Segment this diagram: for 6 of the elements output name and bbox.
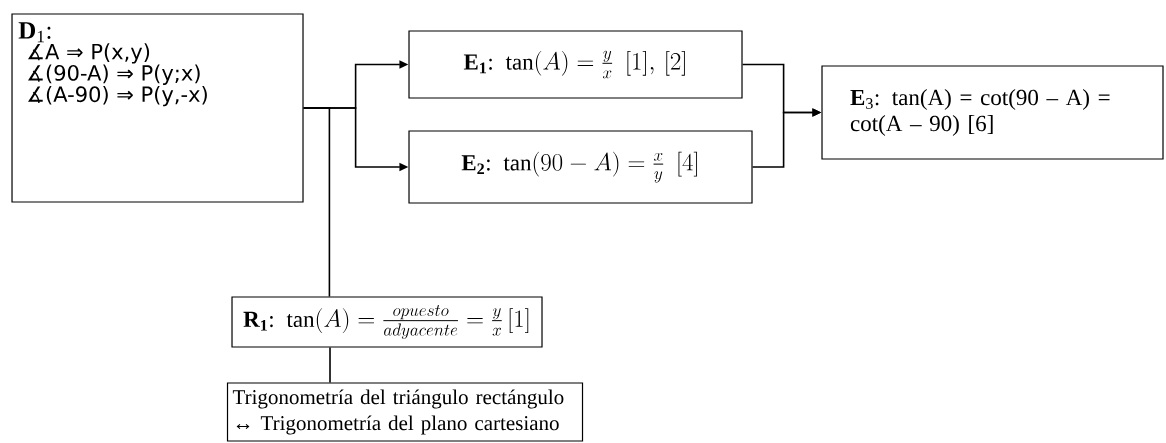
diagram-box: D$_{1}$: ∡A ⇒ P(x,y) ∡(90-A) ⇒ P(y;x) ∡(A-90) ⇒ P(y,-x) bbox=[11, 13, 304, 203]
formula-box: $\mathbf{R_1}\text{: }\tan(A)=\frac{opuesto}{adyacente}=\frac{y}{x}\,[1]$ bbox=[231, 296, 543, 348]
formula-box: E$_{3}$: tan(A) = cot(90 – A) = cot(A – 90) [6] bbox=[821, 65, 1164, 160]
formula-box: Trigonometría del triángulo rectángulo ↔ Trigonometría del plano cartesiano bbox=[226, 382, 584, 442]
formula-box: $\mathbf{E_2}\text{: }\tan(90-A)=\frac{x}{y}\ \ [4]$ bbox=[408, 130, 753, 204]
formula-box: $\mathbf{E_1}\text{: }\tan(A)=\frac{y}{x}\ \ [1],\,[2]$ bbox=[408, 30, 743, 99]
